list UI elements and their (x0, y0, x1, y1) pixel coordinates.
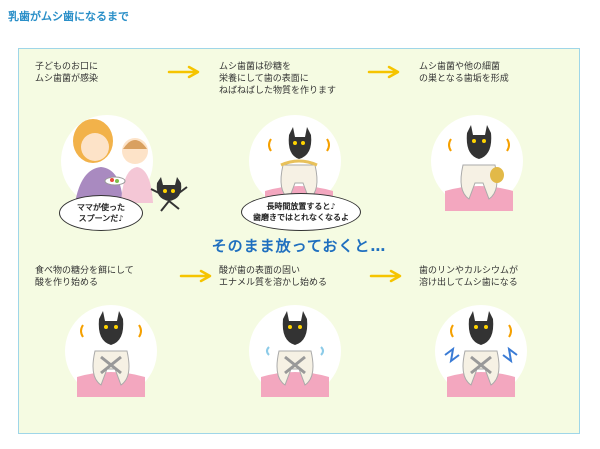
mother-child-illustration (73, 119, 153, 203)
step-2-text: ムシ歯菌は砂糖を 栄養にして歯の表面に ねばねばした物質を作ります (219, 61, 336, 97)
step-4-text: 食べ物の糖分を餌にして 酸を作り始める (35, 265, 134, 289)
step-5-text: 酸が歯の表面の固い エナメル質を溶かし始める (219, 265, 327, 289)
germ-devil-icon (150, 177, 188, 212)
tooth-icon (444, 311, 518, 397)
spoon-bubble-text: ママが使った スプーンだ♪ (77, 203, 125, 223)
tooth-icon (445, 125, 513, 211)
step-5-label: 酸が歯の表面の固い エナメル質を溶かし始める (219, 266, 328, 288)
neglect-bubble-text: 長時間放置すると♪ 歯磨きではとれなくなるよ (253, 202, 349, 222)
diagram-panel: 子どものお口に ムシ歯菌が感染 ムシ歯菌は砂糖を 栄養にして歯の表面に ねばねば… (18, 48, 580, 434)
tooth-icon (77, 311, 145, 397)
spoon-speech-bubble: ママが使った スプーンだ♪ (59, 195, 143, 231)
arrow-right-icon (167, 65, 200, 79)
step-2-label: ムシ歯菌は砂糖を 栄養にして歯の表面に ねばねばした物質を作ります (219, 62, 337, 96)
arrow-right-icon (367, 65, 400, 79)
step-4-label: 食べ物の糖分を餌にして 酸を作り始める (35, 266, 134, 288)
page-title: 乳歯がムシ歯になるまで (8, 10, 129, 23)
step-6-label: 歯のリンやカルシウムが 溶け出してムシ歯になる (419, 266, 519, 288)
arrow-right-icon (369, 269, 402, 283)
step-1-label: 子どものお口に ムシ歯菌が感染 (35, 62, 99, 84)
tooth-icon (261, 311, 329, 397)
middle-caption: そのまま放っておくと… (211, 237, 387, 255)
step-3-label: ムシ歯菌や他の細菌 の巣となる歯垢を形成 (419, 62, 509, 84)
step-6-text: 歯のリンやカルシウムが 溶け出してムシ歯になる (419, 265, 518, 289)
step-1-text: 子どものお口に ムシ歯菌が感染 (35, 61, 98, 85)
neglect-speech-bubble: 長時間放置すると♪ 歯磨きではとれなくなるよ (241, 193, 361, 231)
step-3-text: ムシ歯菌や他の細菌 の巣となる歯垢を形成 (419, 61, 509, 85)
arrow-right-icon (179, 269, 212, 283)
